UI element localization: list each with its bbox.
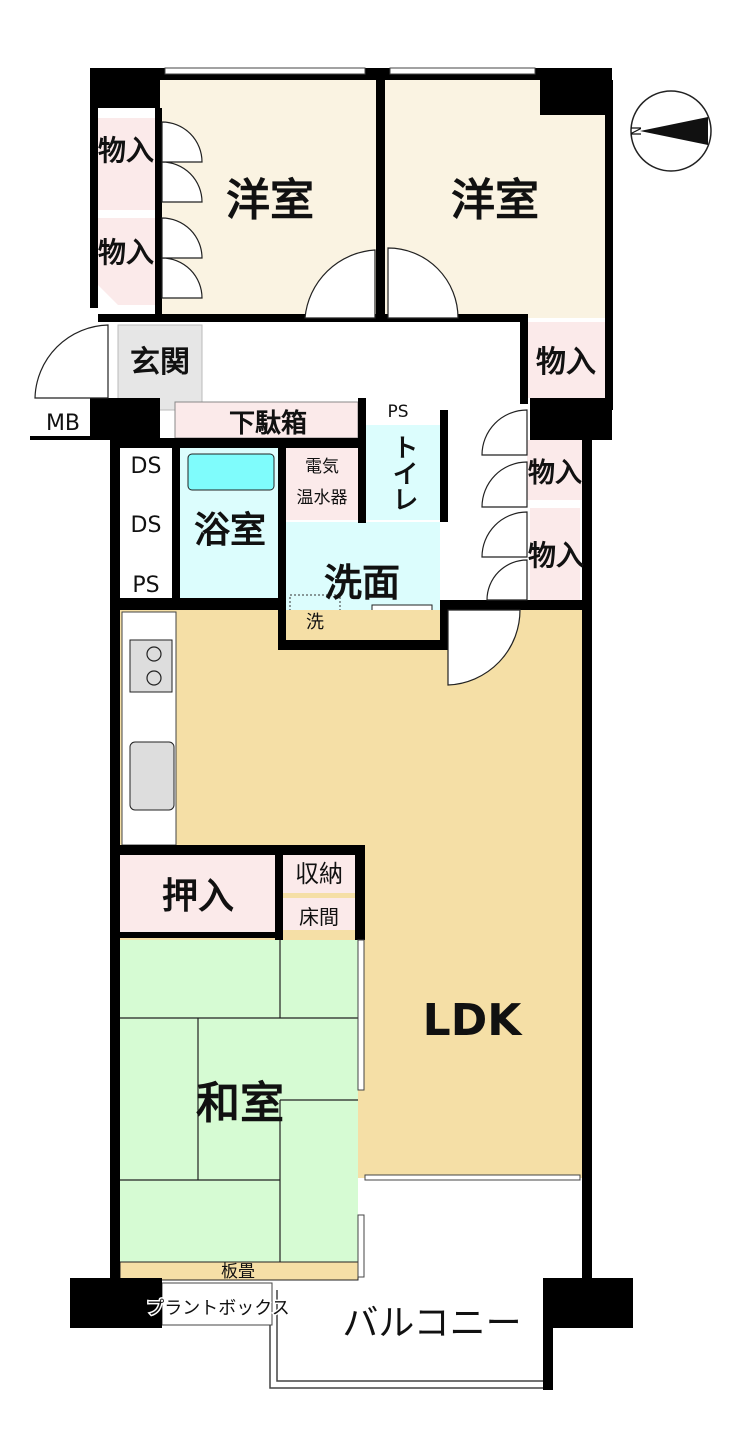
pipe-space-side <box>120 568 172 598</box>
duct-space-2 <box>120 488 172 560</box>
washroom-label: 洗面 <box>324 561 400 605</box>
closet-label: 押入 <box>162 876 234 917</box>
meter-box-label: MB <box>46 411 80 436</box>
duct-space-2-label: DS <box>131 513 162 538</box>
bathroom-label: 浴室 <box>194 510 266 551</box>
kitchen-sink <box>129 741 175 811</box>
washer-label: 洗 <box>306 612 324 633</box>
alcove-label: 床間 <box>299 905 339 929</box>
duct-space-1-label: DS <box>131 454 162 479</box>
toilet-room <box>365 425 440 520</box>
storage-5 <box>530 508 580 600</box>
storage-2-label: 物入 <box>98 236 154 269</box>
entrance-label: 玄関 <box>130 345 190 380</box>
burner-icon <box>146 646 162 662</box>
alcove <box>283 898 355 930</box>
bathtub <box>187 453 275 491</box>
north-arrow-icon: N <box>630 90 712 172</box>
door-swing[interactable] <box>304 249 376 319</box>
closet <box>120 855 275 935</box>
duct-space-1 <box>120 448 172 480</box>
storage-1-label: 物入 <box>98 134 154 167</box>
burner-icon <box>146 670 162 686</box>
pipe-space-side-label: PS <box>132 573 159 598</box>
water-heater <box>286 445 360 520</box>
balcony-label: バルコニー <box>342 1303 521 1344</box>
entrance-area <box>117 324 203 411</box>
wood-floor-label: 板畳 <box>221 1262 255 1282</box>
storage-2 <box>98 218 155 305</box>
windows <box>164 67 581 1278</box>
door-swing[interactable] <box>387 247 459 319</box>
plant-box-label: プラントボックス <box>146 1298 289 1319</box>
water-heater-label-1: 電気 <box>305 457 339 477</box>
toilet-label: トイレ <box>388 434 418 512</box>
stove <box>129 639 173 693</box>
pipe-space-top-label: PS <box>387 402 408 422</box>
storage-3 <box>527 322 605 398</box>
storage-small <box>283 855 355 893</box>
ldk-label: LDK <box>423 995 524 1046</box>
storage-1 <box>98 118 155 210</box>
storage-4-label: 物入 <box>528 458 582 489</box>
tatami-lines <box>120 940 358 1262</box>
western-room-2-label: 洋室 <box>451 175 539 226</box>
compass-label: N <box>630 126 645 136</box>
shoe-box-label: 下駄箱 <box>229 408 307 439</box>
western-room-1-label: 洋室 <box>226 175 314 226</box>
storage-5-label: 物入 <box>528 539 584 572</box>
storage-small-label: 収納 <box>295 860 343 888</box>
closet-door[interactable] <box>161 121 203 299</box>
door-swing[interactable] <box>447 609 521 686</box>
plant-box <box>161 1282 273 1326</box>
japanese-room <box>120 940 358 1262</box>
japanese-room-label: 和室 <box>196 1078 284 1129</box>
storage-3-label: 物入 <box>536 345 596 380</box>
storage-4 <box>527 440 585 500</box>
closet-door[interactable] <box>481 409 528 601</box>
washroom <box>286 522 440 620</box>
entrance-door[interactable] <box>34 324 109 399</box>
water-heater-label-2: 温水器 <box>297 488 348 508</box>
